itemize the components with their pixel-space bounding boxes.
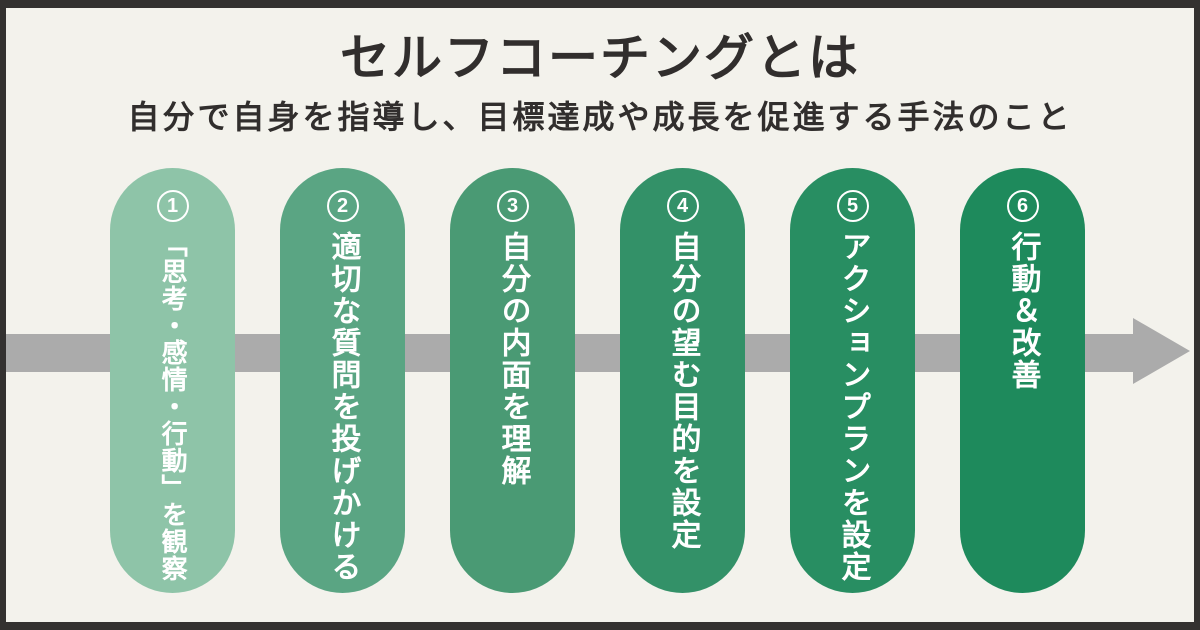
step-pill-4: 4 自分の望む目的を設定 <box>620 168 745 593</box>
step-number: 5 <box>846 195 859 217</box>
step-pill-6: 6 行動＆改善 <box>960 168 1085 593</box>
step-pill-3: 3 自分の内面を理解 <box>450 168 575 593</box>
step-label: 自分の望む目的を設定 <box>666 231 700 551</box>
step-number-badge: 4 <box>666 190 699 222</box>
step-number: 6 <box>1016 195 1029 217</box>
step-pill-2: 2 適切な質問を投げかける <box>280 168 405 593</box>
header: セルフコーチングとは 自分で自身を指導し、目標達成や成長を促進する手法のこと <box>6 30 1194 135</box>
step-pill-5: 5 アクションプランを設定 <box>790 168 915 593</box>
step-number-badge: 2 <box>326 190 359 222</box>
step-label: 適切な質問を投げかける <box>326 231 360 583</box>
step-number-badge: 1 <box>156 190 189 222</box>
step-number-badge: 6 <box>1006 190 1039 222</box>
step-label: 「思考・感情・行動」を観察 <box>158 231 189 582</box>
step-number-badge: 3 <box>496 190 529 222</box>
step-label: 自分の内面を理解 <box>496 231 530 487</box>
step-label: 行動＆改善 <box>1006 231 1040 391</box>
page-subtitle: 自分で自身を指導し、目標達成や成長を促進する手法のこと <box>127 98 1073 135</box>
step-number: 1 <box>166 195 179 217</box>
step-number-badge: 5 <box>836 190 869 222</box>
step-label: アクションプランを設定 <box>836 231 870 583</box>
page-title: セルフコーチングとは <box>340 30 860 86</box>
arrow-head-icon <box>1133 318 1190 384</box>
step-pill-1: 1 「思考・感情・行動」を観察 <box>110 168 235 593</box>
step-number: 4 <box>676 195 689 217</box>
step-number: 2 <box>336 195 349 217</box>
step-number: 3 <box>506 195 519 217</box>
